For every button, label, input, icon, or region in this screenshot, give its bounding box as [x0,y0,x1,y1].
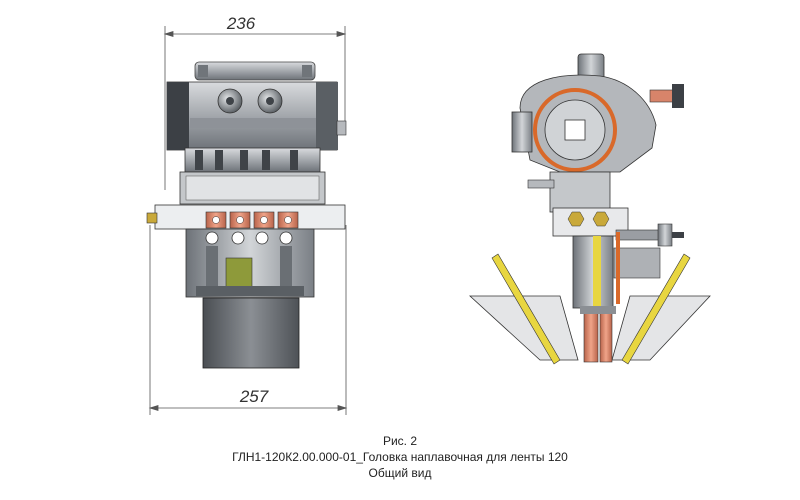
figure-view-name: Общий вид [368,466,432,480]
dimension-top [163,26,347,190]
dimension-top-label: 236 [226,14,256,33]
dimension-bottom-label: 257 [239,387,269,406]
side-view [468,53,711,365]
dimension-bottom [148,225,348,415]
figure-number: Рис. 2 [382,434,418,448]
figure-title: ГЛН1-120К2.00.000-01_Головка наплавочная… [232,450,568,464]
front-view: 236 257 [146,14,348,415]
